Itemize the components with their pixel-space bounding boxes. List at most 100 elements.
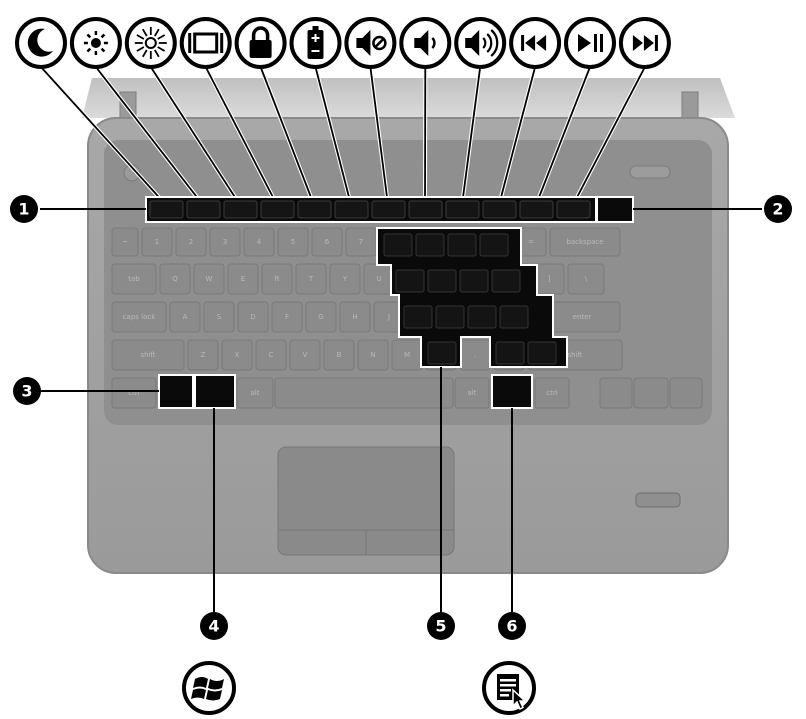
key-1-7: U xyxy=(364,264,394,294)
bottom-key-6 xyxy=(634,378,668,408)
svg-text:6: 6 xyxy=(506,617,517,636)
key-1-3: E xyxy=(228,264,258,294)
bottom-key-1: alt xyxy=(237,378,273,408)
app-key-highlight xyxy=(492,375,532,408)
function-key-f2 xyxy=(187,201,220,218)
keypad-key-14 xyxy=(528,342,556,364)
lock-icon xyxy=(237,19,285,67)
function-key-f9 xyxy=(446,201,479,218)
function-key-f4 xyxy=(261,201,294,218)
function-key-f1 xyxy=(150,201,183,218)
fingerprint-reader xyxy=(636,493,680,507)
volume-down-icon xyxy=(401,19,449,67)
key-1-4: R xyxy=(262,264,292,294)
keypad-key-12 xyxy=(428,342,456,364)
keypad-key-0 xyxy=(384,234,412,256)
keypad-key-8 xyxy=(404,306,432,328)
key-label: X xyxy=(235,351,240,359)
key-label: 7 xyxy=(359,238,363,246)
key-3-5: B xyxy=(324,340,354,370)
key-label: A xyxy=(183,313,188,321)
key-2-highlight xyxy=(597,197,633,222)
key-1-13: \ xyxy=(568,264,604,294)
play-pause-icon xyxy=(566,19,614,67)
windows-key-highlight xyxy=(195,375,235,408)
key-label: 1 xyxy=(155,238,159,246)
key-label: E xyxy=(241,275,245,283)
key-0-13: backspace xyxy=(550,228,620,256)
key-label: 6 xyxy=(325,238,330,246)
key-label: J xyxy=(387,313,390,321)
key-0-4: 4 xyxy=(244,228,274,256)
key-1-0: tab xyxy=(112,264,156,294)
key-label: W xyxy=(206,275,213,283)
key-2-3: D xyxy=(238,302,268,332)
mute-icon xyxy=(346,19,394,67)
svg-text:2: 2 xyxy=(772,200,783,219)
next-track-icon xyxy=(621,19,669,67)
function-key-f10 xyxy=(483,201,516,218)
key-label: tab xyxy=(128,275,140,283)
key-label: 4 xyxy=(257,238,262,246)
key-0-5: 5 xyxy=(278,228,308,256)
key-label: G xyxy=(318,313,323,321)
function-icon-row xyxy=(17,19,669,67)
key-label: M xyxy=(404,351,410,359)
key-2-12: enter xyxy=(544,302,620,332)
fn-key-highlight xyxy=(159,375,193,408)
key-label: . xyxy=(474,351,476,359)
previous-track-icon xyxy=(511,19,559,67)
keypad-key-1 xyxy=(416,234,444,256)
key-label: U xyxy=(376,275,381,283)
bottom-key-2 xyxy=(275,378,453,408)
key-0-6: 6 xyxy=(312,228,342,256)
keypad-key-10 xyxy=(468,306,496,328)
key-3-9: . xyxy=(460,340,490,370)
key-label: D xyxy=(250,313,255,321)
key-label: alt xyxy=(468,389,477,397)
key-label: shift xyxy=(567,351,582,359)
key-label: shift xyxy=(140,351,155,359)
volume-up-icon xyxy=(456,19,504,67)
key-3-7: M xyxy=(392,340,422,370)
key-label: Z xyxy=(201,351,206,359)
svg-text:5: 5 xyxy=(435,617,446,636)
display-switch-icon xyxy=(182,19,230,67)
windows-logo-icon xyxy=(184,663,234,713)
function-key-f7 xyxy=(372,201,405,218)
key-label: = xyxy=(528,238,534,246)
key-label: T xyxy=(308,275,314,283)
key-3-3: C xyxy=(256,340,286,370)
key-0-7: 7 xyxy=(346,228,376,256)
function-key-f8 xyxy=(409,201,442,218)
key-label: enter xyxy=(573,313,592,321)
key-label: 3 xyxy=(223,238,227,246)
key-label: caps lock xyxy=(123,313,157,321)
top-right-indicator xyxy=(630,166,670,178)
callout-badge-4: 4 xyxy=(200,612,228,640)
key-0-1: 1 xyxy=(142,228,172,256)
key-label: F xyxy=(285,313,289,321)
key-2-0: caps lock xyxy=(112,302,166,332)
key-1-6: Y xyxy=(330,264,360,294)
key-label: S xyxy=(217,313,222,321)
key-2-5: G xyxy=(306,302,336,332)
keypad-key-2 xyxy=(448,234,476,256)
key-label: Q xyxy=(172,275,178,283)
callout-badge-3: 3 xyxy=(13,377,41,405)
keypad-key-6 xyxy=(460,270,488,292)
bottom-key-4: ctrl xyxy=(535,378,569,408)
key-2-6: H xyxy=(340,302,370,332)
key-1-1: Q xyxy=(160,264,190,294)
function-key-f3 xyxy=(224,201,257,218)
key-label: H xyxy=(352,313,357,321)
svg-text:1: 1 xyxy=(18,200,29,219)
key-0-3: 3 xyxy=(210,228,240,256)
battery-icon xyxy=(292,19,340,67)
key-3-0: shift xyxy=(112,340,184,370)
keypad-key-13 xyxy=(496,342,524,364)
key-3-4: V xyxy=(290,340,320,370)
key-label: R xyxy=(275,275,280,283)
key-label: N xyxy=(370,351,375,359)
